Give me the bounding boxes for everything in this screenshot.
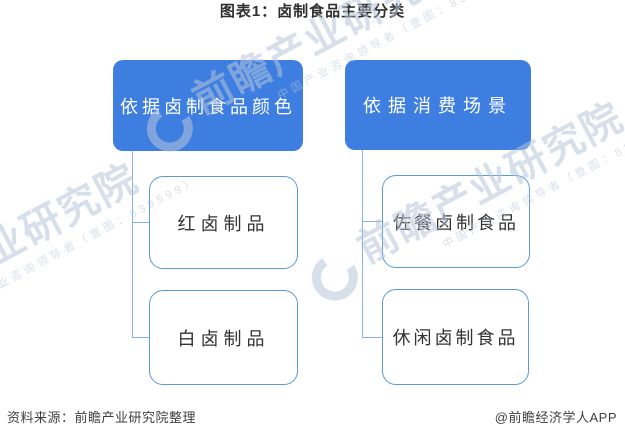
node-parent-by-scenario: 依据消费场景 <box>345 60 531 150</box>
qianzhan-logo-icon <box>307 249 362 305</box>
node-child-red-braised: 红卤制品 <box>149 176 298 269</box>
connector-right-vertical <box>362 150 363 337</box>
connector-right-branch-2 <box>362 337 382 338</box>
footer-credit-text: @前瞻经济学人APP <box>494 410 617 425</box>
connector-right-branch-1 <box>362 221 382 222</box>
figure-title: 图表1：卤制食品主要分类 <box>219 3 406 20</box>
connector-left-vertical <box>132 151 133 337</box>
footer-source-text: 资料来源：前瞻产业研究院整理 <box>7 410 197 425</box>
node-child-white-braised: 白卤制品 <box>149 290 298 385</box>
node-child-meal-braised: 佐餐卤制食品 <box>382 175 530 268</box>
connector-left-branch-2 <box>132 337 149 338</box>
node-parent-by-color: 依据卤制食品颜色 <box>113 60 303 151</box>
connector-left-branch-1 <box>132 222 149 223</box>
node-child-leisure-braised: 休闲卤制食品 <box>382 289 529 385</box>
